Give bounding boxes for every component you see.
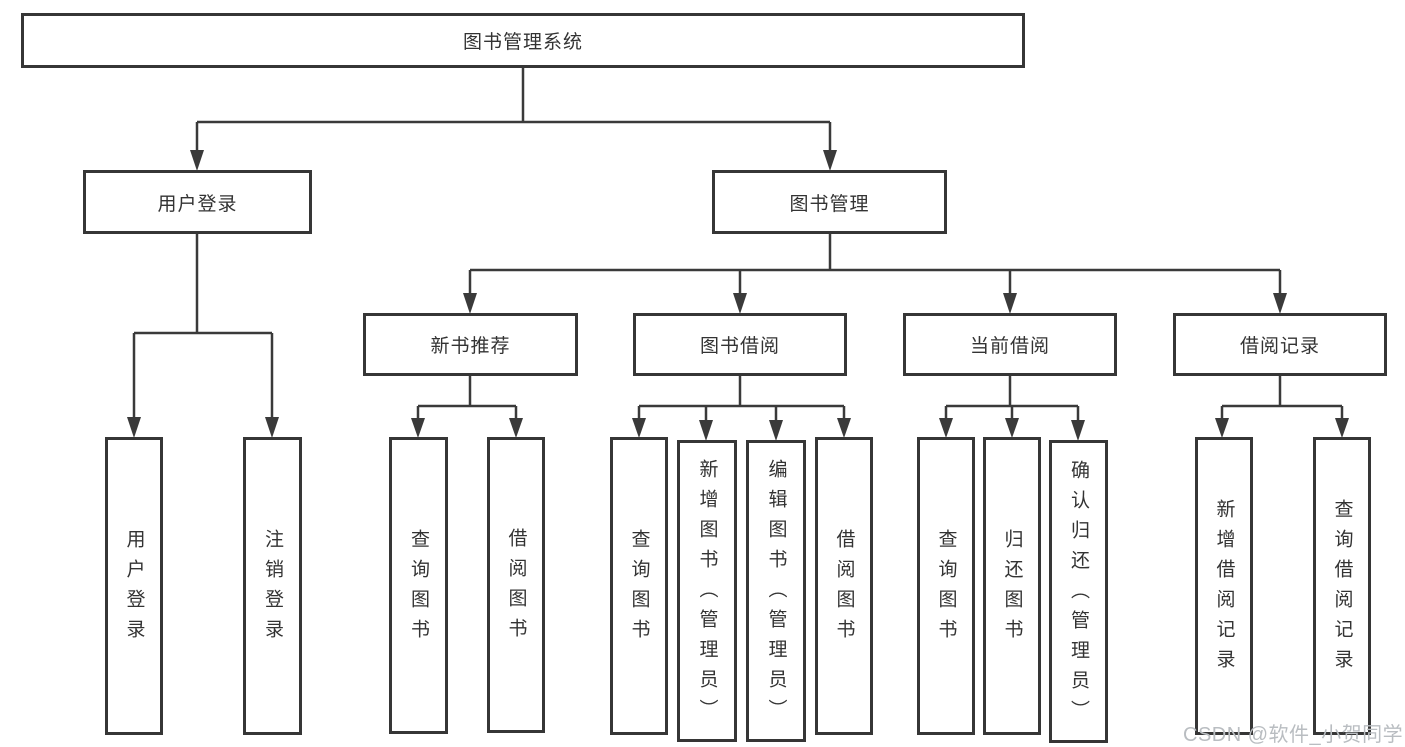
node-book-borrow-label: 图书借阅	[699, 336, 780, 357]
connector-book-mgmt	[463, 234, 1287, 314]
node-borrow-records: 借阅记录	[1173, 313, 1387, 376]
arrowhead-icon	[632, 418, 646, 438]
leaf-query-books-1: 查询图书	[389, 437, 448, 734]
node-current-borrow-label: 当前借阅	[969, 336, 1050, 357]
arrowhead-icon	[1215, 418, 1229, 438]
node-book-mgmt-label: 图书管理	[789, 193, 870, 215]
leaf-return-books-label: 归还图书	[1001, 529, 1023, 649]
arrowhead-icon	[509, 418, 523, 438]
leaf-logout-label: 注销登录	[262, 529, 283, 649]
leaf-add-books-admin: 新增图书（管理员）	[677, 440, 737, 742]
connector-new-book-rec	[411, 376, 523, 438]
leaf-edit-books-admin-label: 编辑图书（管理员）	[765, 459, 787, 729]
leaf-query-books-1-label: 查询图书	[408, 528, 429, 649]
connector-current-borrow	[939, 376, 1085, 441]
leaf-query-borrow-record: 查询借阅记录	[1313, 437, 1371, 735]
arrowhead-icon	[190, 150, 204, 171]
node-new-book-rec: 新书推荐	[363, 313, 578, 376]
node-new-book-rec-label: 新书推荐	[430, 336, 511, 357]
arrowhead-icon	[1071, 420, 1085, 441]
leaf-add-books-admin-label: 新增图书（管理员）	[696, 459, 718, 729]
leaf-return-books: 归还图书	[983, 437, 1041, 735]
node-user-login-label: 用户登录	[157, 193, 238, 215]
arrowhead-icon	[411, 418, 425, 438]
leaf-query-books-3: 查询图书	[917, 437, 975, 735]
arrowhead-icon	[733, 293, 747, 314]
arrowhead-icon	[699, 420, 713, 441]
csdn-watermark: CSDN @软件_小贺同学	[1183, 724, 1404, 746]
connector-borrow-records	[1215, 376, 1349, 438]
leaf-borrow-books-1: 借阅图书	[487, 437, 545, 733]
arrowhead-icon	[769, 420, 783, 441]
arrowhead-icon	[837, 418, 851, 438]
leaf-edit-books-admin: 编辑图书（管理员）	[746, 440, 806, 742]
leaf-borrow-books-1-label: 借阅图书	[505, 528, 527, 648]
arrowhead-icon	[1273, 293, 1287, 314]
leaf-query-books-2: 查询图书	[610, 437, 668, 735]
leaf-user-login-label: 用户登录	[123, 529, 145, 649]
leaf-logout: 注销登录	[243, 437, 302, 735]
leaf-query-books-2-label: 查询图书	[628, 529, 650, 649]
arrowhead-icon	[939, 418, 953, 438]
arrowhead-icon	[1005, 418, 1019, 438]
leaf-confirm-return-admin-label: 确认归还（管理员）	[1068, 459, 1089, 730]
leaf-query-borrow-record-label: 查询借阅记录	[1331, 499, 1353, 679]
node-current-borrow: 当前借阅	[903, 313, 1117, 376]
leaf-add-borrow-record: 新增借阅记录	[1195, 437, 1253, 735]
arrowhead-icon	[823, 150, 837, 171]
leaf-confirm-return-admin: 确认归还（管理员）	[1049, 440, 1108, 743]
connector-user-login	[127, 233, 279, 438]
node-root: 图书管理系统	[21, 13, 1025, 68]
leaf-borrow-books-2-label: 借阅图书	[833, 529, 855, 649]
node-book-borrow: 图书借阅	[633, 313, 847, 376]
leaf-borrow-books-2: 借阅图书	[815, 437, 873, 735]
leaf-add-borrow-record-label: 新增借阅记录	[1213, 499, 1235, 679]
node-root-label: 图书管理系统	[462, 32, 583, 53]
arrowhead-icon	[1335, 418, 1349, 438]
arrowhead-icon	[1003, 293, 1017, 314]
node-user-login: 用户登录	[83, 170, 312, 234]
arrowhead-icon	[265, 417, 279, 438]
leaf-query-books-3-label: 查询图书	[935, 529, 957, 649]
leaf-user-login: 用户登录	[105, 437, 163, 735]
node-book-mgmt: 图书管理	[712, 170, 947, 234]
node-borrow-records-label: 借阅记录	[1239, 336, 1320, 357]
arrowhead-icon	[463, 293, 477, 314]
arrowhead-icon	[127, 417, 141, 438]
connector-book-borrow	[632, 376, 851, 441]
connector-root-to-level2	[190, 68, 837, 171]
